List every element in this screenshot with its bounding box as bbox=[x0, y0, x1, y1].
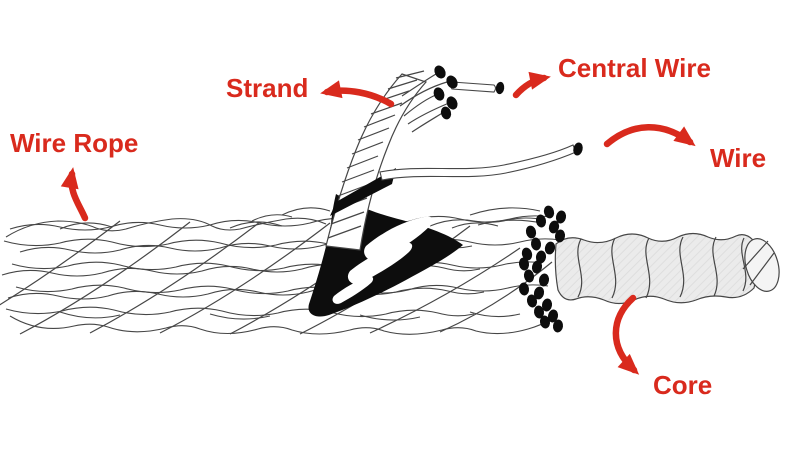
strand-arrow bbox=[320, 80, 395, 108]
core-arrow bbox=[612, 294, 640, 375]
wire-arrow bbox=[603, 124, 696, 148]
annotation-arrows bbox=[60, 71, 696, 375]
label-strand: Strand bbox=[226, 73, 309, 103]
core-twist-lines bbox=[577, 236, 747, 299]
strand-column bbox=[325, 70, 450, 251]
central-wire-tip bbox=[495, 81, 505, 95]
label-wire-rope: Wire Rope bbox=[10, 128, 139, 158]
core-end-face bbox=[744, 238, 780, 292]
splayed-wires bbox=[399, 73, 450, 133]
rope-body bbox=[0, 207, 561, 335]
label-central-wire: Central Wire bbox=[558, 53, 711, 83]
wire-rope-arrow bbox=[60, 167, 89, 222]
label-wire: Wire bbox=[710, 143, 767, 173]
central-wire-shape bbox=[449, 81, 505, 95]
cut-wire-ends bbox=[433, 65, 567, 333]
label-core: Core bbox=[653, 370, 713, 400]
wire-shape bbox=[379, 142, 583, 181]
strand-black-band bbox=[330, 168, 396, 216]
core-shape bbox=[554, 232, 780, 305]
wire-tip bbox=[573, 142, 583, 156]
central-wire-arrow bbox=[512, 71, 551, 99]
